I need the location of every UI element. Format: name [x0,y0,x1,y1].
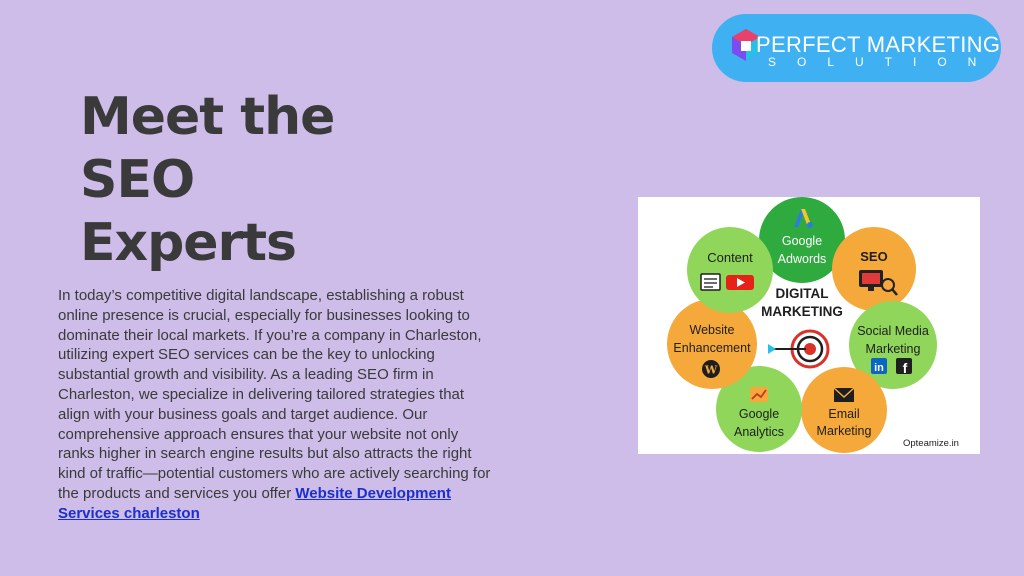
content-label: Content [707,250,753,265]
svg-text:in: in [874,362,884,374]
youtube-icon [726,275,754,290]
logo-title: PERFECT MARKETING [756,32,1001,57]
wordpress-icon: W [702,360,720,378]
website-development-link[interactable]: Website Development Services charleston [58,484,451,522]
brand-logo[interactable]: PERFECT MARKETING SOLUTION [712,14,1001,82]
logo-subtitle: SOLUTION [768,55,998,69]
email-label-1: Email [828,407,859,421]
website-enhancement-circle: Website Enhancement W [667,299,757,389]
analytics-label-2: Analytics [734,425,784,439]
social-media-circle: Social Media Marketing in f [849,301,937,389]
body-paragraph: In today’s competitive digital landscape… [58,286,498,524]
analytics-icon [750,387,768,402]
seo-monitor-icon [859,270,898,296]
content-icon [700,273,721,291]
center-label-1: DIGITAL [776,286,829,301]
svg-text:W: W [704,364,718,377]
website-label-1: Website [690,323,735,337]
seo-label: SEO [860,249,887,264]
headline-line-3: Experts [80,213,297,273]
email-circle: Email Marketing [801,367,887,453]
website-label-2: Enhancement [673,341,751,355]
analytics-label-1: Google [739,407,779,421]
target-icon [768,329,830,369]
headline-line-2: SEO [80,150,195,210]
headline-line-1: Meet the [80,87,335,147]
facebook-icon [896,358,912,374]
body-text: In today’s competitive digital landscape… [58,287,491,502]
google-analytics-circle: Google Analytics [716,366,802,452]
center-label-2: MARKETING [761,304,843,319]
infographic-credit: Opteamize.in [903,438,959,449]
logo-mark-icon [732,29,760,61]
content-circle: Content [687,227,773,313]
google-adwords-circle: Google Adwords [759,197,845,283]
svg-text:f: f [903,360,908,376]
google-adwords-label-1: Google [782,234,822,248]
adwords-icon [794,209,813,228]
digital-marketing-infographic: Google Adwords SEO Social Media Marketin… [638,197,980,454]
page-headline: Meet the SEO Experts [80,86,335,275]
linkedin-icon [871,358,887,374]
social-media-label-2: Marketing [866,342,921,356]
seo-circle: SEO [832,227,916,311]
google-adwords-label-2: Adwords [778,252,827,266]
email-label-2: Marketing [817,424,872,438]
social-media-label-1: Social Media [857,324,929,338]
email-icon [833,387,855,402]
